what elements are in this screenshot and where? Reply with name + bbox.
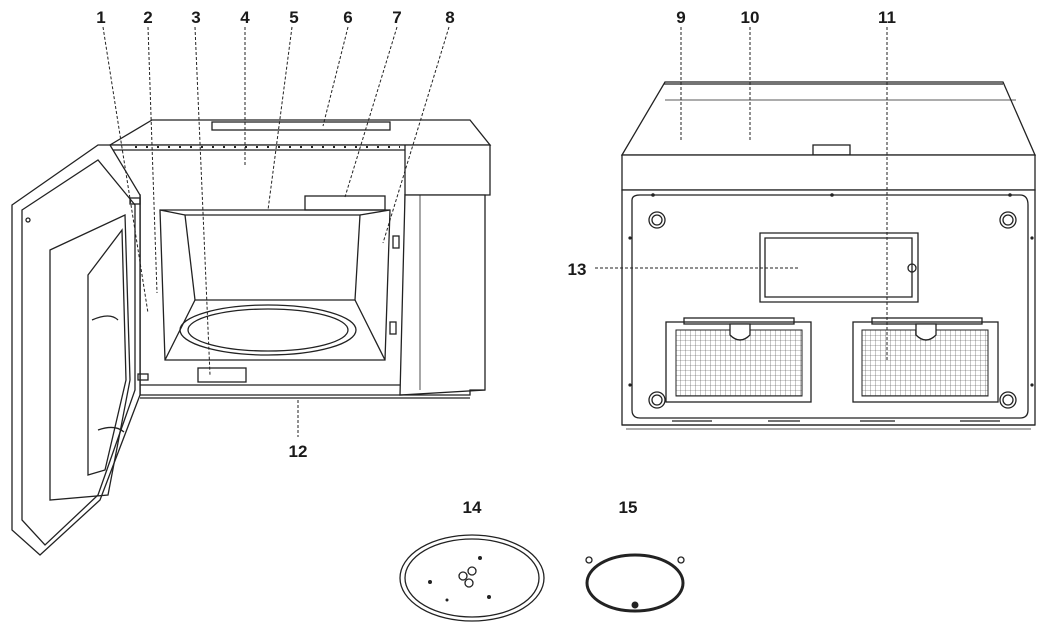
callout-4: 4	[240, 8, 250, 27]
callout-2: 2	[143, 8, 152, 27]
callout-5: 5	[289, 8, 298, 27]
callout-3: 3	[191, 8, 200, 27]
leader-lines	[102, 26, 888, 437]
callout-1: 1	[96, 8, 105, 27]
front-view-illustration	[11, 119, 492, 556]
bottom-view-illustration	[620, 81, 1036, 430]
callout-15: 15	[619, 498, 638, 517]
leader-5	[267, 26, 293, 211]
leader-2	[147, 26, 158, 294]
glass-tray-illustration	[399, 534, 545, 622]
roller-ring-illustration	[585, 553, 685, 613]
callout-9: 9	[676, 8, 685, 27]
leader-1	[102, 26, 149, 314]
callout-12: 12	[289, 442, 308, 461]
callout-13: 13	[568, 260, 587, 279]
callout-14: 14	[463, 498, 482, 517]
callout-10: 10	[741, 8, 760, 27]
callout-11: 11	[878, 8, 896, 27]
leader-8	[382, 26, 450, 244]
callout-numbers: 1 2 3 4 5 6 7 8 9 10 11 12 13 14 15	[96, 8, 896, 517]
callout-8: 8	[445, 8, 454, 27]
callout-7: 7	[392, 8, 401, 27]
leader-6	[322, 26, 349, 127]
callout-6: 6	[343, 8, 352, 27]
leader-3	[194, 26, 211, 376]
